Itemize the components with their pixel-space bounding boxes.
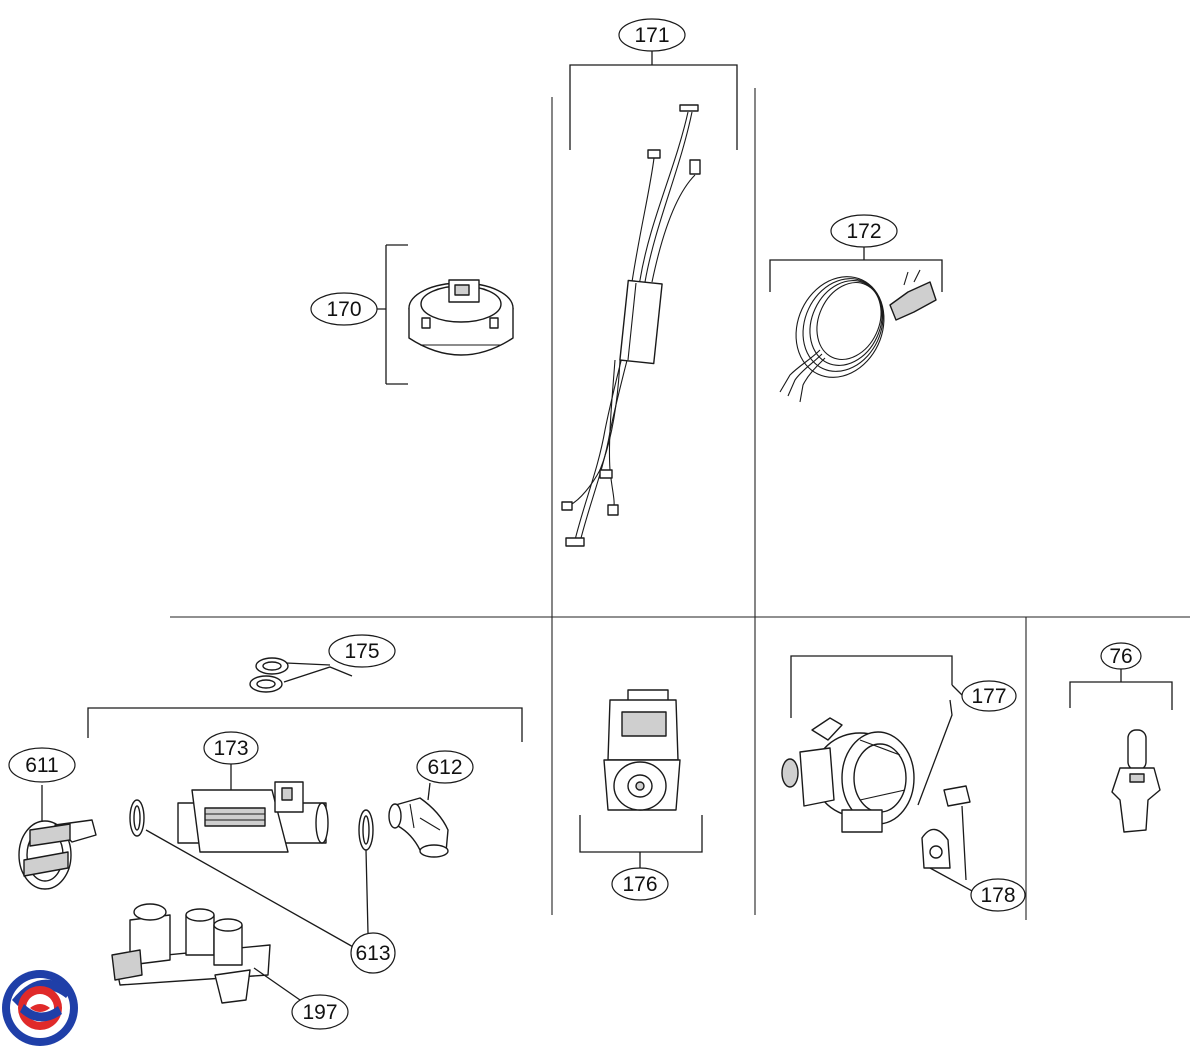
callout-170-label: 170 [326, 298, 361, 321]
callout-172-label: 172 [846, 220, 881, 243]
leader-175 [283, 662, 353, 683]
callout-613[interactable]: 613 [350, 932, 396, 974]
leader-171 [569, 50, 738, 150]
part-172-drawing[interactable] [779, 262, 937, 403]
callout-76-label: 76 [1109, 645, 1132, 668]
part-613-drawing[interactable] [129, 799, 374, 851]
callout-611-label: 611 [25, 754, 58, 777]
leader-613 [145, 829, 369, 949]
callout-170[interactable]: 170 [310, 292, 378, 326]
callout-171-label: 171 [634, 24, 669, 47]
leader-172 [769, 246, 943, 292]
callout-173-label: 173 [213, 737, 248, 760]
callout-611[interactable]: 611 [8, 747, 76, 783]
part-612-drawing[interactable] [388, 797, 449, 858]
leader-178 [929, 805, 975, 893]
callout-175[interactable]: 175 [328, 634, 396, 668]
part-611-drawing[interactable] [18, 819, 97, 890]
leader-170 [370, 244, 408, 385]
part-76-drawing[interactable] [1111, 729, 1161, 833]
section-dividers [170, 88, 1190, 920]
brand-logo-icon [2, 970, 78, 1046]
callout-178[interactable]: 178 [970, 878, 1026, 912]
part-197-drawing[interactable] [111, 903, 271, 1004]
part-173-drawing[interactable] [177, 781, 329, 853]
callout-612-label: 612 [427, 756, 462, 779]
callout-177[interactable]: 177 [961, 680, 1017, 712]
callout-175-label: 175 [344, 640, 379, 663]
leader-176 [579, 815, 703, 870]
callout-177-label: 177 [971, 685, 1006, 708]
callout-76[interactable]: 76 [1100, 642, 1142, 670]
leader-177 [790, 655, 963, 806]
part-176-drawing[interactable] [603, 689, 681, 811]
callout-178-label: 178 [980, 884, 1015, 907]
callout-197-label: 197 [302, 1001, 337, 1024]
part-171-drawing[interactable] [561, 104, 701, 547]
part-178-drawing[interactable] [921, 785, 971, 869]
leader-197 [253, 967, 301, 1001]
leader-group-bracket [87, 707, 523, 742]
callout-173[interactable]: 173 [203, 731, 259, 765]
part-170-drawing[interactable] [408, 279, 514, 356]
callout-613-label: 613 [355, 942, 390, 965]
leader-76 [1069, 668, 1173, 710]
callout-197[interactable]: 197 [291, 994, 349, 1030]
callout-176[interactable]: 176 [611, 867, 669, 901]
callout-176-label: 176 [622, 873, 657, 896]
callout-171[interactable]: 171 [618, 18, 686, 52]
callout-612[interactable]: 612 [416, 750, 474, 784]
leader-612 [427, 782, 431, 801]
callout-172[interactable]: 172 [830, 214, 898, 248]
part-177-drawing[interactable] [781, 717, 915, 833]
part-175-drawing[interactable] [249, 657, 289, 693]
